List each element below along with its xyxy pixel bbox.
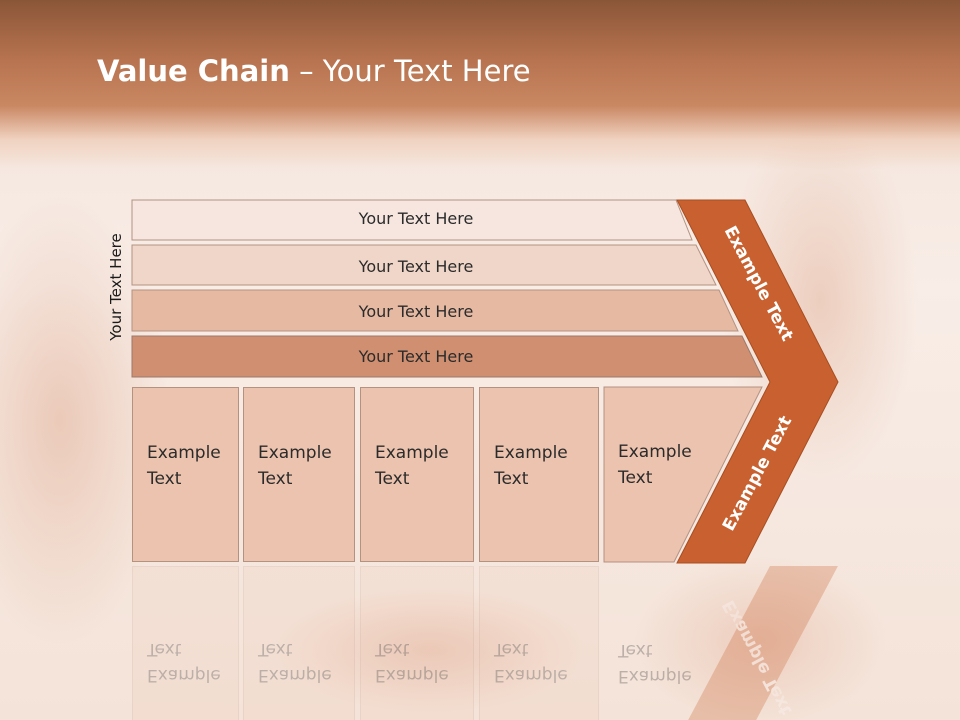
box-3: Example Text <box>360 387 474 562</box>
box-2: Example Text <box>243 387 355 562</box>
bar-4-shape <box>131 335 763 378</box>
title-bold: Value Chain <box>97 54 290 88</box>
bar-2-shape <box>131 244 717 286</box>
title-rest: – Your Text Here <box>289 54 531 88</box>
box-1: Example Text <box>132 387 239 562</box>
bar-2-label: Your Text Here <box>358 257 474 276</box>
bar-3-shape <box>131 289 739 332</box>
bar-4-label: Your Text Here <box>358 347 474 366</box>
title-banner <box>0 0 960 170</box>
box-5: Example Text <box>604 387 692 562</box>
bar-1-label: Your Text Here <box>358 209 474 228</box>
box-5-shape <box>603 386 763 563</box>
box-5-label: Example Text <box>618 442 692 488</box>
box-2-label: Example Text <box>258 443 332 489</box>
box-4-label: Example Text <box>494 443 568 489</box>
slide-title: Value Chain – Your Text Here <box>97 54 531 88</box>
bar-3-label: Your Text Here <box>358 302 474 321</box>
chevron-shape <box>676 199 839 564</box>
box-3-label: Example Text <box>375 443 449 489</box>
box-4: Example Text <box>479 387 599 562</box>
bar-1-shape <box>131 199 693 241</box>
box-1-label: Example Text <box>147 443 221 489</box>
